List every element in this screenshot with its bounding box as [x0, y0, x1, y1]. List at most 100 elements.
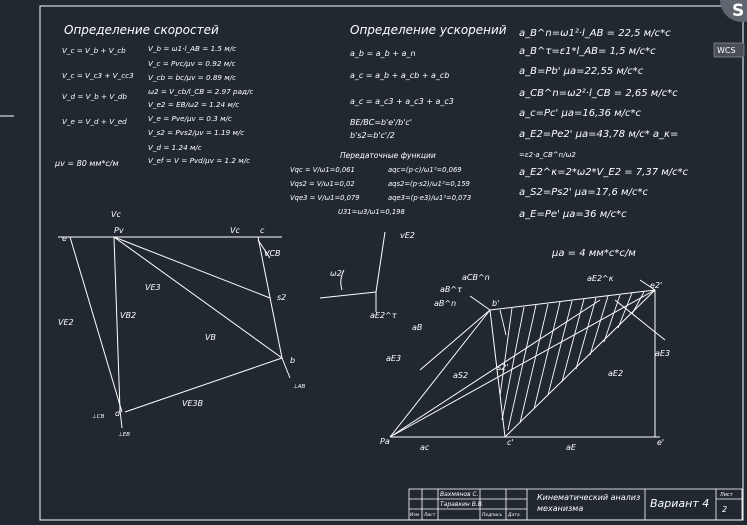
- ratio-line: b's2=b'c'/2: [350, 131, 395, 140]
- row-label: Подпись: [482, 512, 503, 518]
- vector-line: [124, 357, 283, 413]
- vector-label: VB: [205, 333, 216, 342]
- vector-line: [113, 236, 121, 411]
- vector-line: [504, 289, 656, 438]
- transfer-u-line: U31=ω3/ω1=0,198: [338, 208, 405, 216]
- sketch-line: [375, 231, 386, 293]
- acceleration-plan: [389, 279, 666, 438]
- acceleration-result: a_E=Pe' μa=36 м/с*с: [519, 209, 627, 220]
- logo-disc: [720, 0, 747, 22]
- vector-line: [69, 236, 123, 413]
- acceleration-vector-equations: a_b = a_b + a_n a_c = a_b + a_cb + a_cb …: [350, 49, 454, 140]
- transfer-functions: Vqc = V/ω1=0,061 Vqs2 = V/ω1=0,02 Vqe3 =…: [290, 166, 471, 216]
- sketch-label: ω2: [330, 269, 342, 278]
- row-label: Изм: [410, 512, 420, 518]
- velocity-value: V_c = Pvc/μv = 0.92 м/с: [148, 59, 236, 68]
- velocity-plan-labels: Pv c e s2 b d Vc Vc VCB VE2 VB2 VB VE3 V…: [58, 210, 306, 438]
- title-line-1: Кинематический анализ: [537, 493, 640, 502]
- velocity-eq: V_c = V_c3 + V_cc3: [62, 71, 134, 80]
- acceleration-eq: a_c = a_b + a_cb + a_cb: [350, 71, 449, 80]
- vector-label: VE3B: [182, 399, 203, 408]
- transfer-heading: Передаточные функции: [340, 151, 436, 160]
- tick: [257, 239, 271, 259]
- sketch-label: vE2: [400, 231, 415, 240]
- accelerations-heading: Определение ускорений: [350, 23, 507, 37]
- row-label: Дата: [507, 512, 520, 518]
- author-name: Таравкин В.В.: [440, 501, 484, 508]
- vector-label: VCB: [264, 249, 281, 258]
- velocity-value: V_d = 1.24 м/с: [148, 143, 202, 152]
- vector-label: aB: [412, 323, 422, 332]
- transfer-left: Vqe3 = V/ω1=0,079: [290, 194, 360, 202]
- point-label: b: [290, 356, 295, 365]
- acceleration-result: a_E2^κ=2*ω2*V_E2 = 7,37 м/с*с: [519, 167, 689, 178]
- vector-line: [113, 236, 283, 359]
- logo-text: S: [732, 1, 744, 21]
- velocity-values: V_b = ω1·l_AB = 1.5 м/с V_c = Pvc/μv = 0…: [148, 44, 253, 165]
- velocity-eq: V_d = V_b + V_db: [62, 92, 127, 101]
- title-block-frame: [408, 488, 743, 521]
- sheet-border: [39, 5, 744, 521]
- velocity-eq: V_c = V_b + V_cb: [62, 46, 126, 55]
- vector-label: ac: [420, 443, 430, 452]
- vector-label: VE2: [58, 318, 74, 327]
- velocity-value: V_e = Pve/μv = 0.3 м/с: [148, 114, 232, 123]
- point-label: c': [507, 438, 514, 447]
- acceleration-result: a_E2=Pe2' μa=43,78 м/с* a_κ=: [519, 129, 678, 140]
- sheet-label: Лист: [719, 492, 734, 498]
- acceleration-result: a_c=Pc' μa=16,36 м/с*с: [519, 108, 642, 119]
- wcs-button[interactable]: WCS: [713, 42, 745, 58]
- row-label: Лист: [423, 512, 436, 518]
- vector-line: [257, 236, 283, 359]
- acceleration-eq: a_b = a_b + a_n: [350, 49, 416, 58]
- transfer-left: Vqc = V/ω1=0,061: [290, 166, 355, 174]
- acceleration-results: a_B^n=ω1²·l_AB = 22,5 м/с*с a_B^τ=ε1*l_A…: [519, 28, 689, 220]
- velocity-value: V_s2 = Pvs2/μv = 1.19 м/с: [148, 128, 244, 137]
- vector-line: [389, 309, 491, 438]
- tick: [639, 279, 656, 291]
- point-label: Pv: [114, 226, 124, 235]
- vector-label: aE3: [386, 354, 401, 363]
- vector-label: Vc: [111, 210, 121, 219]
- vector-line: [389, 299, 601, 438]
- transfer-right: aqe3=(p·e3)/ω1²=0,073: [388, 194, 471, 202]
- vector-label: VB2: [120, 311, 136, 320]
- perp-mark: ⊥AB: [293, 384, 306, 390]
- transfer-right: aqc=(p·c)/ω1²=0,069: [388, 166, 462, 174]
- acceleration-result: a_B^τ=ε1*l_AB= 1,5 м/с*с: [519, 46, 656, 57]
- vector-label: aE2^κ: [587, 274, 614, 283]
- velocity-value: V_b = ω1·l_AB = 1.5 м/с: [148, 44, 236, 53]
- author-name: Вахмянов С.: [440, 491, 479, 498]
- acceleration-scale: μa = 4 мм*с*с/м: [551, 248, 636, 259]
- acceleration-eq: a_c = a_c3 + a_c3 + a_c3: [350, 97, 454, 106]
- acceleration-result: a_S2=Ps2' μa=17,6 м/с*с: [519, 187, 648, 198]
- point-label: s2: [277, 293, 286, 302]
- vector-line: [489, 289, 656, 311]
- acceleration-result: a_B^n=ω1²·l_AB = 22,5 м/с*с: [519, 28, 671, 39]
- vector-line: [419, 309, 491, 371]
- sketch-arc: [340, 269, 345, 291]
- velocity-value: V_cb = bc/μv = 0.89 м/с: [148, 73, 236, 82]
- title-block-small-text: Вахмянов С. Таравкин В.В. Изм Лист Подпи…: [410, 491, 734, 518]
- perp-mark: ⊥CB: [92, 414, 105, 420]
- sheet-number: 2: [722, 505, 727, 514]
- tick: [119, 409, 123, 429]
- vector-line: [113, 236, 271, 299]
- point-label: Pa: [380, 437, 390, 446]
- sketch-line: [319, 291, 377, 299]
- variant-label: Вариант 4: [650, 497, 709, 510]
- velocity-plan: [58, 236, 291, 429]
- transfer-right: aqs2=(p·s2)/ω1²=0,159: [388, 180, 470, 188]
- point-label: c: [260, 226, 265, 235]
- vector-line: [614, 299, 666, 341]
- app-logo[interactable]: S: [720, 0, 747, 22]
- velocity-scale: μv = 80 мм*с/м: [54, 159, 119, 168]
- acceleration-result: a_CB^n=ω2²·l_CB = 2,65 м/с*с: [519, 88, 678, 99]
- point-label: e': [657, 438, 664, 447]
- vector-label: aE: [566, 443, 577, 452]
- velocity-value: V_e2 = EB/ω2 = 1.24 м/с: [148, 100, 239, 109]
- acceleration-result: =ε2·a_CB^n/ω2: [519, 151, 576, 159]
- point-label: d: [115, 409, 121, 418]
